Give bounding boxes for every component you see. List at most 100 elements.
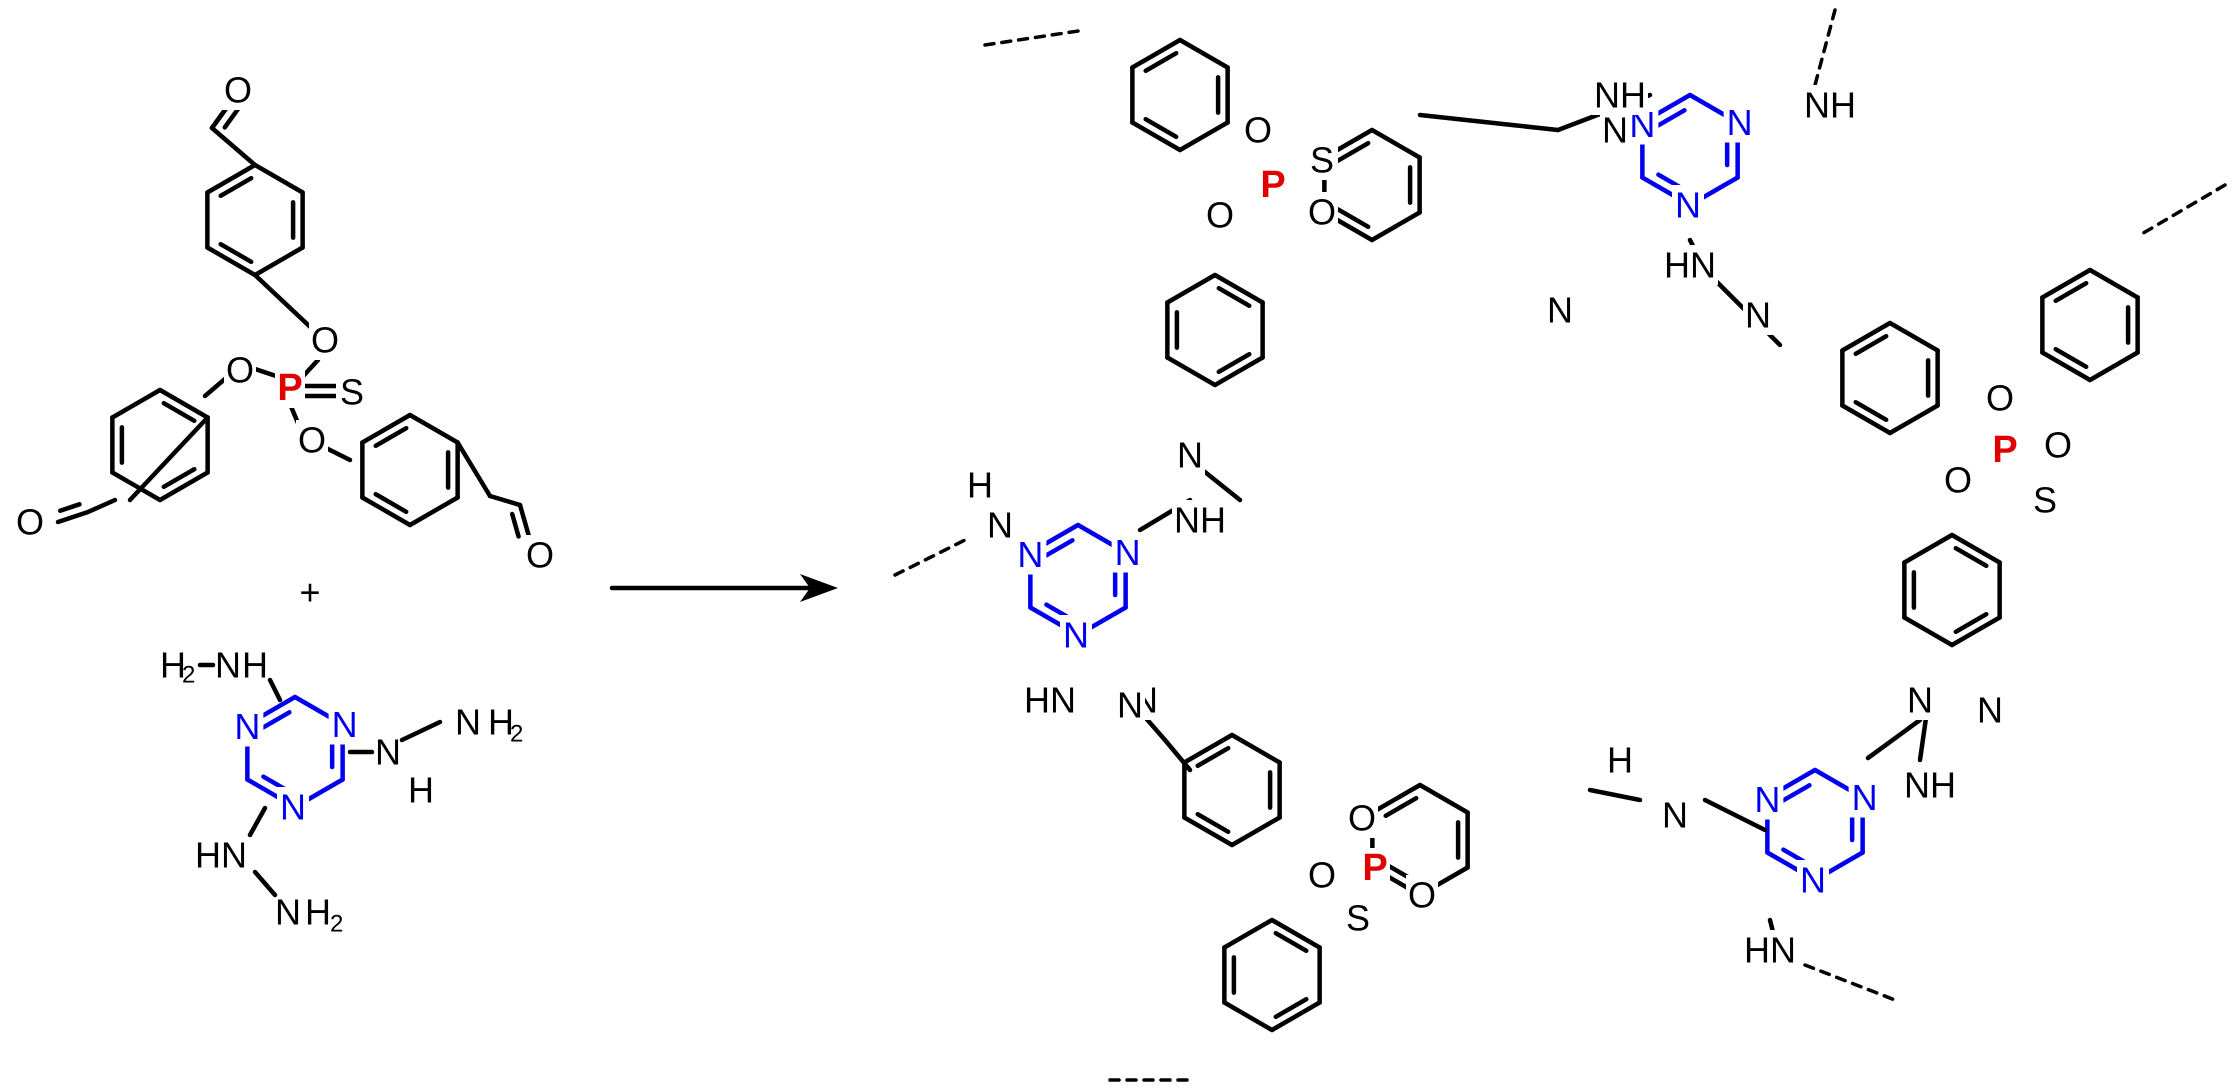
hydrazine-HN-bottom: HN (195, 835, 247, 876)
bond-124 (1229, 732, 1282, 765)
poly-heteroatom-4: S (2033, 480, 2057, 521)
label-mask (1346, 798, 1378, 838)
bond-114 (1953, 545, 1989, 569)
label-mask (1014, 534, 1047, 575)
hydrazine-N-top: N (215, 645, 241, 686)
bond-2 (252, 245, 305, 278)
bond-105 (2053, 280, 2089, 304)
label-mask (14, 502, 46, 542)
bond-169 (1781, 783, 1812, 803)
bond-40 (360, 412, 413, 445)
label-mask (1111, 532, 1144, 573)
bond-28 (127, 415, 210, 503)
bond-136 (1222, 1000, 1275, 1033)
aldehyde-O-right: O (526, 535, 554, 576)
bond-151 (1656, 108, 1687, 128)
poly-label-14: N (1977, 690, 2003, 731)
bond-120 (1195, 811, 1231, 835)
hydrazine-N-right: N (375, 732, 401, 773)
bond-9 (209, 125, 258, 168)
poly-label-1: HN (1664, 245, 1716, 286)
poly-label-3: N (1602, 110, 1628, 151)
bond-106 (2087, 267, 2140, 300)
label-mask (277, 787, 309, 827)
hydrazine-H2-right: H (488, 702, 514, 743)
poly-label-4: N (1547, 290, 1573, 331)
label-mask (1115, 685, 1145, 725)
aldehyde-O-left: O (16, 502, 44, 543)
poly-label-17: H (967, 465, 993, 506)
bond-42 (407, 412, 460, 445)
bond-131 (1370, 782, 1423, 815)
bond-139 (1222, 917, 1275, 950)
bond-160 (1044, 538, 1075, 558)
poly-label-12: NH (1904, 765, 1956, 806)
poly-label-13: HN (1744, 930, 1796, 971)
bond-86 (1212, 272, 1265, 305)
poly-label-15: NH (1594, 75, 1646, 116)
bond-29 (85, 497, 118, 515)
aldehyde-O-top: O (224, 70, 252, 111)
bond-141 (1273, 930, 1309, 954)
label-mask (309, 320, 341, 360)
ester-O-left: O (226, 350, 254, 391)
poly-triazine-2-N2: N (1800, 860, 1826, 901)
label-mask (1743, 295, 1773, 335)
bond-60 (247, 805, 268, 838)
label-mask (1406, 875, 1438, 915)
bond-55 (261, 710, 292, 730)
bond-3 (205, 245, 258, 278)
bond-107 (1949, 615, 2002, 648)
label-mask (1848, 777, 1881, 818)
poly-label-5: HN (1024, 680, 1076, 721)
bond-82 (1165, 355, 1218, 388)
label-mask (1975, 690, 2005, 730)
poly-phosphorus-1: P (1992, 429, 2017, 471)
poly-label-10: N (1662, 795, 1688, 836)
poly-heteroatom-0: S (1310, 140, 1334, 181)
poly-heteroatom-11: O (1408, 875, 1436, 916)
label-mask (1905, 680, 1935, 720)
label-mask (1306, 140, 1338, 180)
poly-heteroatom-3: O (1308, 192, 1336, 233)
bond-170 (1417, 112, 1561, 133)
triazine-N-1: N (332, 704, 358, 745)
bond-87 (1216, 285, 1252, 309)
poly-heteroatom-5: O (1986, 378, 2014, 419)
misc-layer (609, 574, 838, 602)
label-mask (1902, 765, 1958, 805)
bond-119 (1182, 815, 1235, 848)
bond-93 (1853, 399, 1889, 423)
label-mask (2029, 480, 2061, 520)
bond-8 (252, 162, 305, 195)
bond-109 (1902, 615, 1955, 648)
bond-24 (110, 387, 163, 420)
bond-19 (157, 470, 210, 503)
label-mask (1360, 848, 1390, 888)
bond-113 (1949, 532, 2002, 565)
bond-65 (1130, 120, 1183, 153)
label-mask (1545, 290, 1575, 330)
label-mask (296, 420, 328, 460)
poly-triazine-1-N3: N (1017, 534, 1043, 575)
bond-41 (373, 425, 409, 449)
label-mask (1672, 185, 1704, 225)
bond-20 (161, 466, 197, 490)
bond-97 (1887, 320, 1940, 353)
bond-64 (1177, 120, 1230, 153)
bond-108 (1953, 611, 1989, 635)
bond-68 (1130, 37, 1183, 70)
bond-102 (2053, 346, 2089, 370)
poly-triazine-0-N2: N (1675, 185, 1701, 226)
poly-label-18: N (987, 505, 1013, 546)
bond-46 (509, 511, 521, 539)
phosphorus-center: P (277, 367, 302, 409)
label-mask (328, 704, 361, 745)
label-mask (1742, 930, 1798, 970)
bond-59 (399, 719, 443, 743)
poly-heteroatom-7: O (1944, 460, 1972, 501)
poly-triazine-2-N1: N (1852, 777, 1878, 818)
bond-38 (373, 491, 409, 515)
